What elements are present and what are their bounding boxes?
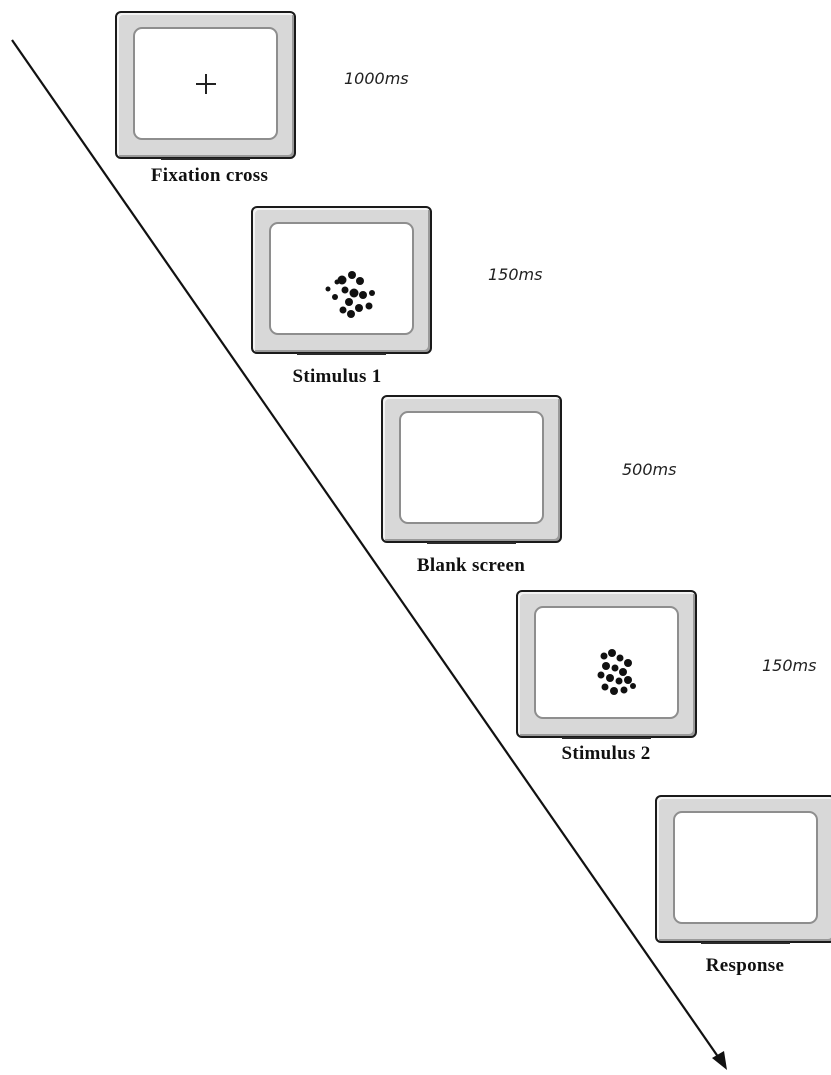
step-label-stimulus-1: Stimulus 1	[292, 366, 382, 387]
dot-array-stimulus-2	[597, 649, 636, 695]
stimulus-dot	[624, 676, 632, 684]
stimulus-dot	[325, 286, 331, 292]
monitor-screen	[133, 27, 278, 140]
monitor-screen	[673, 811, 818, 924]
stimulus-dot	[337, 275, 347, 285]
stimulus-dot	[597, 671, 605, 679]
stimulus-dot	[349, 288, 359, 298]
step-label-stimulus-2: Stimulus 2	[561, 743, 651, 764]
stimulus-dot	[355, 304, 363, 312]
dot-array-stimulus-1	[325, 271, 375, 318]
stimulus-dot	[334, 279, 340, 285]
step-label-fixation: Fixation cross	[150, 165, 269, 186]
stimulus-dot	[608, 649, 616, 657]
stimulus-dot	[359, 291, 367, 299]
stimulus-dot	[365, 302, 373, 310]
timeline-arrowhead	[712, 1051, 727, 1070]
stimulus-dot	[619, 668, 627, 676]
monitor-blank	[381, 395, 562, 544]
monitor-screen	[534, 606, 679, 719]
stimulus-dot	[348, 271, 356, 279]
stimulus-dot	[347, 310, 355, 318]
stimulus-dot	[616, 654, 624, 662]
step-duration-fixation: 1000ms	[344, 69, 409, 88]
stimulus-dot	[369, 290, 375, 296]
step-label-response: Response	[705, 955, 785, 976]
timeline-line	[11, 39, 722, 1062]
stimulus-dot	[610, 687, 618, 695]
stimulus-dot	[356, 277, 364, 285]
monitor-screen	[269, 222, 414, 335]
step-duration-blank: 500ms	[622, 460, 677, 479]
stimulus-dot	[602, 662, 610, 670]
monitor-stimulus-1	[251, 206, 432, 355]
stimulus-dot	[601, 683, 609, 691]
stimulus-dot	[624, 659, 632, 667]
step-duration-stimulus-2: 150ms	[762, 656, 817, 675]
monitor-screen	[399, 411, 544, 524]
stimulus-dot	[332, 294, 338, 300]
stimulus-dot	[620, 686, 628, 694]
stimulus-dot	[611, 664, 619, 672]
step-duration-stimulus-1: 150ms	[488, 265, 543, 284]
stimulus-dot	[600, 652, 608, 660]
fixation-cross-icon	[195, 73, 216, 94]
stimulus-dot	[630, 683, 636, 689]
stimulus-dot	[606, 674, 614, 682]
stimulus-dot	[345, 298, 353, 306]
stimulus-dot	[339, 306, 347, 314]
step-label-blank: Blank screen	[416, 555, 526, 576]
monitor-fixation	[115, 11, 296, 160]
stimulus-dot	[615, 677, 623, 685]
monitor-response	[655, 795, 831, 944]
monitor-stimulus-2	[516, 590, 697, 739]
stimulus-dot	[341, 286, 349, 294]
